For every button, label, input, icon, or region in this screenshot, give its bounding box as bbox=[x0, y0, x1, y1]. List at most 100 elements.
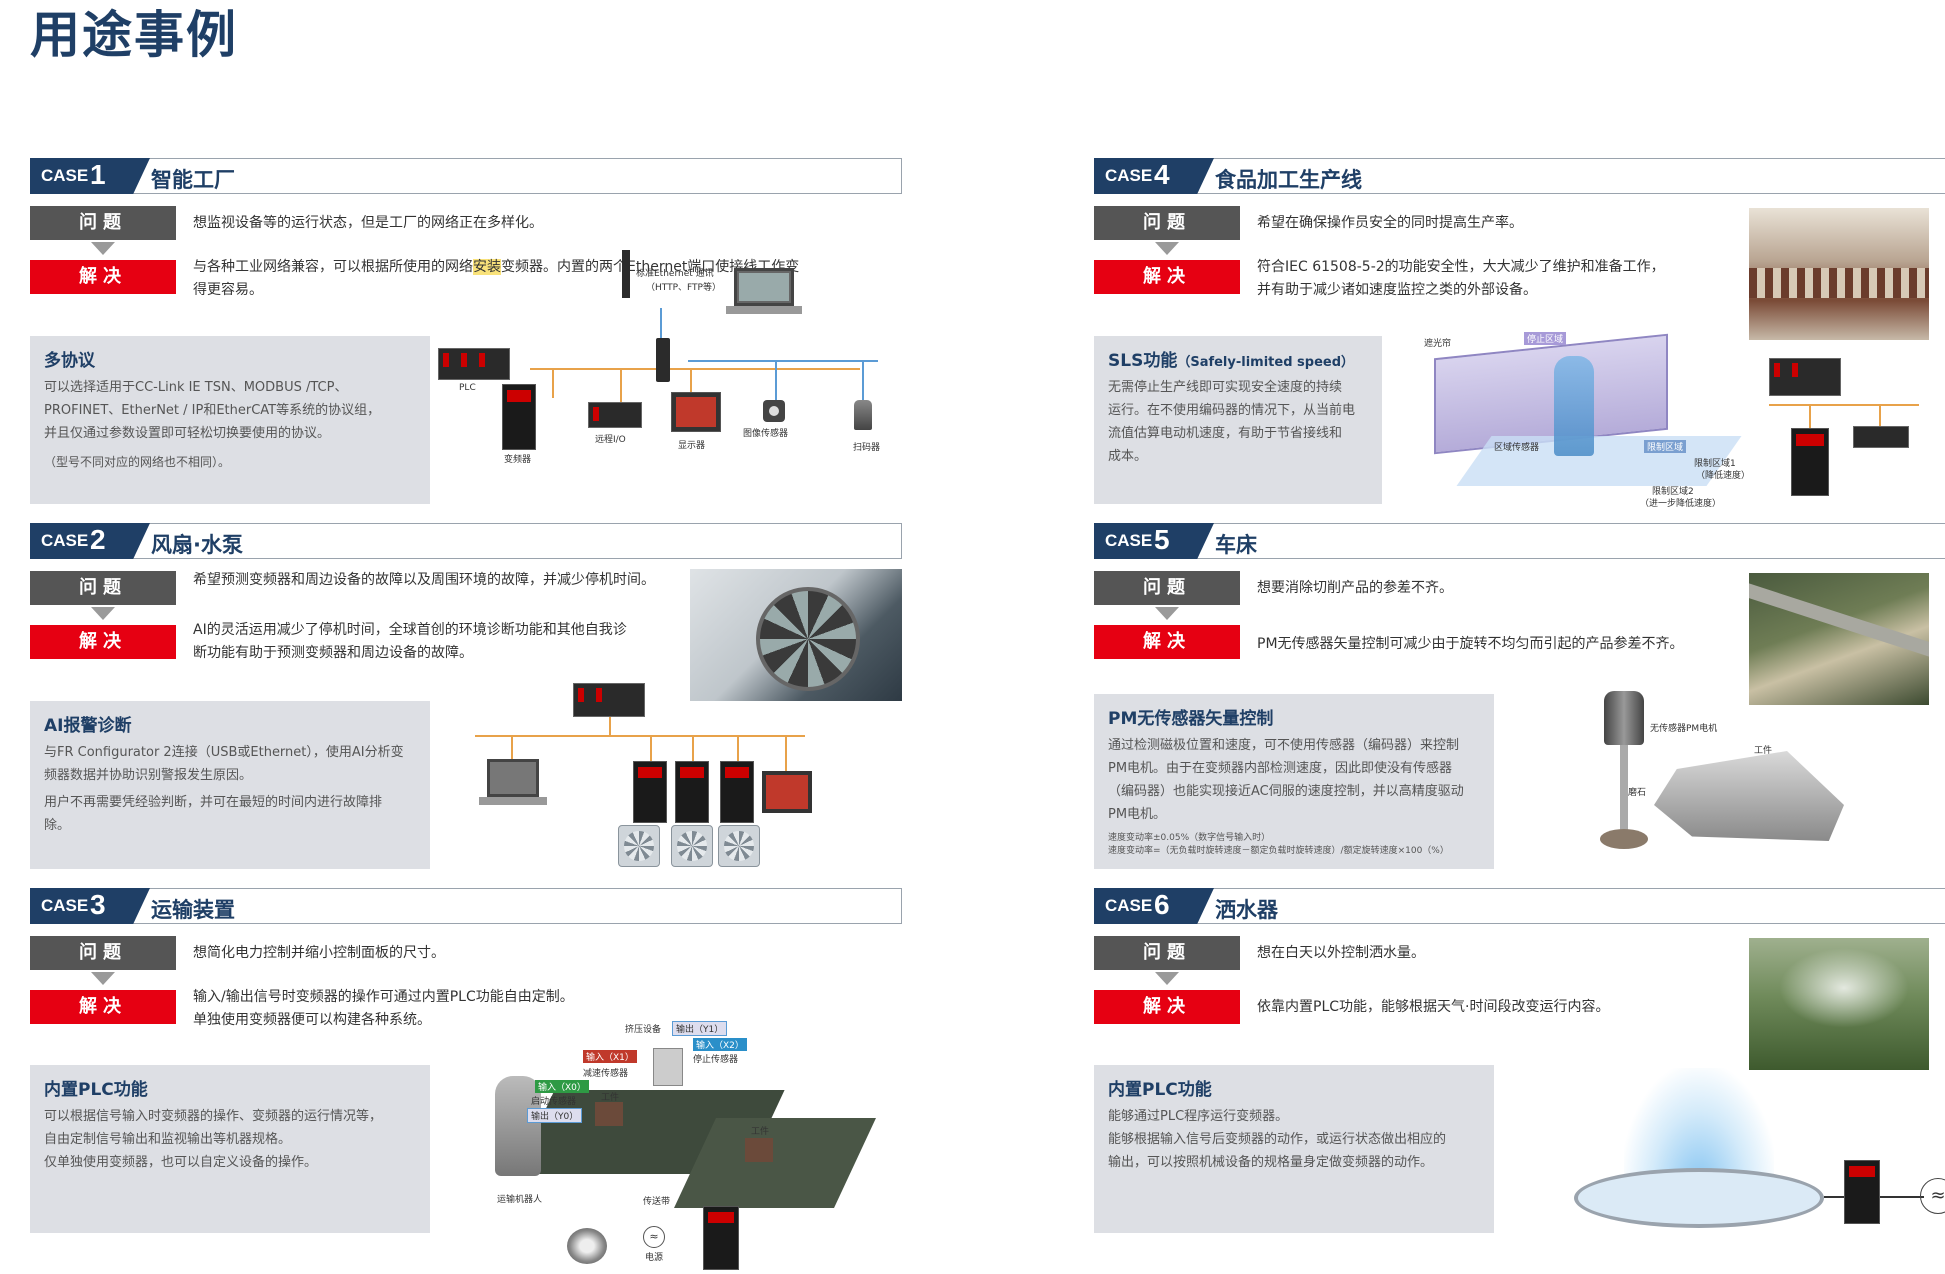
case-number: 3 bbox=[90, 889, 106, 920]
feature-line: PM电机。 bbox=[1108, 807, 1167, 822]
case-6-section: CASE 6 洒水器 问题 解决 想在白天以外控制洒水量。 依靠内置PLC功能，… bbox=[1094, 888, 1945, 1268]
ethernet-label: 标准Ethernet 通讯 bbox=[636, 269, 714, 279]
feature-title: AI报警诊断 bbox=[44, 716, 132, 736]
push-label: 挤压设备 bbox=[625, 1025, 662, 1035]
case-tag: CASE 4 bbox=[1094, 158, 1214, 194]
inverter-label: 变频器 bbox=[504, 455, 532, 465]
workpiece-plate bbox=[1654, 751, 1844, 841]
feature-line: PM电机。由于在变频器内部检测速度，因此即使没有传感器 bbox=[1108, 761, 1453, 776]
case-title: 智能工厂 bbox=[151, 168, 235, 192]
lathe-photo bbox=[1749, 573, 1929, 705]
fountain-diagram: ≈ bbox=[1574, 1068, 1945, 1248]
laptop-device bbox=[487, 759, 539, 797]
display-label: 显示器 bbox=[678, 441, 706, 451]
feature-body: 与FR Configurator 2连接（USB或Ethernet），使用AI分… bbox=[44, 741, 422, 837]
case-header: CASE 5 车床 bbox=[1094, 523, 1945, 559]
feature-line: 用户不再需要凭经验判断，并可在最短的时间内进行故障排 bbox=[44, 795, 383, 810]
feature-box: 内置PLC功能 能够通过PLC程序运行变频器。 能够根据输入信号后变频器的动作，… bbox=[1094, 1065, 1494, 1233]
network-diagram: PLC 变频器 远程I/O 显示器 图像传感器 扫码器 标准Ethernet 通… bbox=[438, 250, 900, 508]
arrow-down-icon bbox=[91, 242, 115, 255]
output-y0-label: 输出（Y0） bbox=[527, 1108, 583, 1123]
laptop-base bbox=[726, 306, 802, 314]
case-title: 运输装置 bbox=[151, 898, 235, 922]
solution-text-part: 变频器。内置的两个Ethernet端口使接线工作变 bbox=[501, 259, 800, 275]
fountain-basin bbox=[1574, 1168, 1824, 1228]
solution-text: 符合IEC 61508-5-2的功能安全性，大大减少了维护和准备工作， 并有助于… bbox=[1257, 256, 1665, 302]
case-number: 2 bbox=[90, 524, 106, 555]
case-title: 洒水器 bbox=[1215, 898, 1278, 922]
solution-text: 输入/输出信号时变频器的操作可通过内置PLC功能自由定制。 单独使用变频器便可以… bbox=[193, 986, 574, 1032]
feature-line: 自由定制信号输出和监视输出等机器规格。 bbox=[44, 1132, 292, 1147]
problem-label: 问题 bbox=[30, 571, 176, 605]
motor-label: 无传感器PM电机 bbox=[1650, 724, 1718, 734]
feature-body: 通过检测磁极位置和速度，可不使用传感器（编码器）来控制 PM电机。由于在变频器内… bbox=[1108, 734, 1486, 858]
robot-label: 运输机器人 bbox=[497, 1195, 543, 1205]
operator-figure bbox=[1554, 356, 1594, 456]
feature-line: 能够根据输入信号后变频器的动作，或运行状态做出相应的 bbox=[1108, 1132, 1447, 1147]
case-tag: CASE 2 bbox=[30, 523, 150, 559]
limit2b-label: （进一步降低速度） bbox=[1640, 499, 1722, 509]
remote-io-unit bbox=[588, 402, 642, 428]
solution-text: AI的灵活运用减少了停机时间，全球首创的环境诊断功能和其他自我诊 断功能有助于预… bbox=[193, 619, 627, 665]
sprinkler-photo bbox=[1749, 938, 1929, 1070]
image-sensor-label: 图像传感器 bbox=[743, 429, 789, 439]
solution-label: 解决 bbox=[1094, 260, 1240, 294]
decel-sensor-label: 减速传感器 bbox=[583, 1069, 629, 1079]
limit-area-label: 限制区域 bbox=[1644, 440, 1687, 453]
feature-line: 仅单独使用变频器，也可以自定义设备的操作。 bbox=[44, 1155, 318, 1170]
case-tag: CASE 5 bbox=[1094, 523, 1214, 559]
solution-label: 解决 bbox=[30, 625, 176, 659]
feature-title: 内置PLC功能 bbox=[1108, 1080, 1212, 1100]
work-label: 工件 bbox=[751, 1127, 770, 1137]
input-x1-label: 输入（X1） bbox=[583, 1050, 637, 1063]
case-word: CASE bbox=[41, 166, 89, 185]
feature-body: 能够通过PLC程序运行变频器。 能够根据输入信号后变频器的动作，或运行状态做出相… bbox=[1108, 1105, 1486, 1174]
case-1-section: CASE 1 智能工厂 问题 解决 想监视设备等的运行状态，但是工厂的网络正在多… bbox=[30, 158, 902, 518]
plc-unit bbox=[438, 348, 510, 380]
case-tag: CASE 3 bbox=[30, 888, 150, 924]
problem-text: 想要消除切削产品的参差不齐。 bbox=[1257, 580, 1453, 596]
switch-device bbox=[656, 338, 670, 382]
remote-io-label: 远程I/O bbox=[595, 435, 626, 445]
motor-icon bbox=[567, 1228, 607, 1264]
output-y1-label: 输出（Y1） bbox=[672, 1021, 728, 1036]
display-device bbox=[671, 392, 721, 432]
case-3-section: CASE 3 运输装置 问题 解决 想简化电力控制并缩小控制面板的尺寸。 输入/… bbox=[30, 888, 902, 1270]
feature-line: PROFINET、EtherNet / IP和EtherCAT等系统的协议组， bbox=[44, 403, 381, 418]
arrow-down-icon bbox=[91, 607, 115, 620]
start-sensor-label: 启动传感器 bbox=[531, 1097, 577, 1107]
inverter-device bbox=[675, 761, 709, 823]
conveyor-diagram: 挤压设备 输出（Y1） 输入（X1） 输入（X2） 停止传感器 减速传感器 输入… bbox=[495, 1021, 895, 1270]
case-header: CASE 2 风扇·水泵 bbox=[30, 523, 902, 559]
feature-line: 流值估算电动机速度，有助于节省接线和 bbox=[1108, 426, 1343, 441]
input-x0-label: 输入（X0） bbox=[535, 1080, 589, 1093]
case-title: 车床 bbox=[1215, 533, 1257, 557]
case-2-section: CASE 2 风扇·水泵 问题 解决 希望预测变频器和周边设备的故障以及周围环境… bbox=[30, 523, 902, 883]
display-device bbox=[762, 771, 812, 813]
image-sensor-device bbox=[763, 400, 785, 422]
inverter-device bbox=[633, 761, 667, 823]
case-header: CASE 6 洒水器 bbox=[1094, 888, 1945, 924]
feature-line: 除。 bbox=[44, 818, 71, 833]
arrow-down-icon bbox=[1155, 242, 1179, 255]
plc-unit bbox=[573, 683, 645, 717]
fan-icon bbox=[671, 825, 713, 867]
feature-small-note: 速度变动率±0.05%（数字信号输入时） 速度变动率=（无负载时旋转速度－额定负… bbox=[1108, 832, 1486, 858]
robot-arm bbox=[495, 1076, 541, 1176]
solution-label: 解决 bbox=[30, 990, 176, 1024]
input-x2-label: 输入（X2） bbox=[693, 1038, 747, 1051]
feature-small-line: 速度变动率±0.05%（数字信号输入时） bbox=[1108, 833, 1271, 843]
solution-label: 解决 bbox=[1094, 990, 1240, 1024]
highlighted-word: 安装 bbox=[473, 259, 501, 275]
ethernet-label-2: （HTTP、FTP等） bbox=[646, 283, 721, 293]
feature-line: 通过检测磁极位置和速度，可不使用传感器（编码器）来控制 bbox=[1108, 738, 1460, 753]
solution-text-line: 输入/输出信号时变频器的操作可通过内置PLC功能自由定制。 bbox=[193, 989, 574, 1005]
solution-text-line: 单独使用变频器便可以构建各种系统。 bbox=[193, 1012, 431, 1028]
push-device bbox=[653, 1048, 683, 1086]
grind-label: 磨石 bbox=[1628, 788, 1647, 798]
feature-body: 可以根据信号输入时变频器的操作、变频器的运行情况等， 自由定制信号输出和监视输出… bbox=[44, 1105, 422, 1174]
feature-box: SLS功能（Safely-limited speed） 无需停止生产线即可实现安… bbox=[1094, 336, 1382, 504]
stop-sensor-label: 停止传感器 bbox=[693, 1055, 739, 1065]
feature-title: SLS功能（Safely-limited speed） bbox=[1108, 346, 1354, 371]
solution-text-line: 并有助于减少诸如速度监控之类的外部设备。 bbox=[1257, 282, 1537, 298]
